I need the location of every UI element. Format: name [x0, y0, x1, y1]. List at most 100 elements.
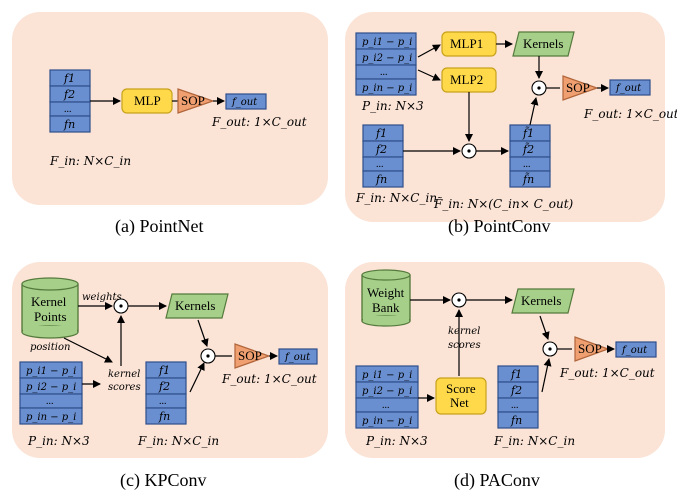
weights-label: weights [82, 292, 122, 303]
caption-c: (c) KPConv [120, 470, 207, 491]
ftilde-cell-2: f̃2 [522, 143, 534, 156]
caption-a: (a) PointNet [115, 216, 203, 237]
kernels-box [512, 31, 575, 57]
fin-cell-1: f1 [375, 127, 387, 140]
fin-cell-1: f1 [63, 72, 75, 85]
fin-label: F_in: N×C_in [355, 191, 437, 205]
fin-stack: f1 f2 ... fn [497, 365, 539, 429]
sop-label: SOP [181, 93, 205, 108]
fin-cell-2: f2 [63, 88, 75, 101]
kernels-box [165, 293, 229, 319]
kernel-scores-line1: kernel [448, 326, 480, 337]
fin-cell-1: f1 [510, 368, 522, 381]
pin-cell-1: p_i1 − p_i [362, 37, 412, 48]
kernel-scores-line1: kernel [108, 369, 140, 380]
kernels-label: Kernels [521, 293, 561, 308]
caption-d: (d) PAConv [454, 470, 540, 491]
mlp1-label: MLP1 [450, 36, 483, 51]
fout-cell-label: f_out [284, 352, 311, 363]
pin-cell-3: ... [382, 400, 390, 411]
fout-label: F_out: 1×C_out [211, 115, 307, 129]
pin-cell-3: ... [380, 67, 388, 78]
fout-cell [278, 348, 318, 365]
kernels-box [511, 288, 575, 314]
sop-triangle [177, 88, 215, 114]
kernel-points-line2: Points [34, 309, 67, 324]
weight-bank-line1: Weight [367, 285, 405, 300]
sop-triangle [562, 75, 599, 101]
panel-kpconv: Kernel Points weights Kernels position k… [12, 262, 328, 458]
mlp-label: MLP [134, 93, 161, 108]
fin-cell-4: fn [510, 414, 522, 427]
fin-cell-2: f2 [375, 143, 387, 156]
pin-cell-4: p_in − p_i [362, 416, 412, 427]
pin-stack: p_i1 − p_i p_i2 − p_i ... p_in − p_i [19, 361, 83, 425]
sop-triangle [234, 343, 271, 369]
fout-cell-label: f_out [231, 97, 258, 108]
fin-cell-3: ... [64, 104, 72, 115]
panel-pointnet: f1 f2 ... fn MLP SOP f_out F_out: 1×C_ou… [12, 12, 328, 205]
ftilde-stack: f̃1 f̃2 ... f̃n [509, 124, 551, 188]
fin-label: F_in: N×C_in [493, 434, 575, 448]
fout-cell [615, 341, 657, 358]
sop-triangle [574, 336, 610, 362]
pin-cell-2: p_i2 − p_i [362, 386, 412, 397]
fout-label: F_out: 1×C_out [559, 366, 655, 380]
ftilde-cell-4: f̃n [522, 173, 534, 186]
position-label: position [30, 342, 70, 353]
fin-cell-3: ... [376, 159, 384, 170]
fin-cell-4: fn [63, 118, 75, 131]
fout-label: F_out: 1×C_out [583, 107, 677, 121]
ftilde-cell-1: f̃1 [522, 127, 534, 140]
kernel-points-line1: Kernel [31, 294, 67, 309]
pin-cell-4: p_in − p_i [362, 83, 412, 94]
fin-cell-4: fn [375, 173, 387, 186]
weight-bank-cylinder: Weight Bank [361, 269, 411, 327]
panel-paconv: Weight Bank Kernels kernel scores p_i1 −… [345, 262, 665, 458]
kernels-label: Kernels [175, 298, 215, 313]
pin-label: P_in: N×3 [361, 99, 424, 113]
fout-cell-label: f_out [621, 345, 648, 356]
fin-cell-2: f2 [510, 384, 522, 397]
ftilde-label: F̃_in: N×(C_in× C_out) [433, 196, 574, 211]
panel-pointconv: p_i1 − p_i p_i2 − p_i ... p_in − p_i P_i… [345, 12, 677, 222]
score-net-line1: Score [446, 381, 476, 396]
fin-stack: f1 f2 ... fn [49, 69, 91, 133]
kernel-scores-line2: scores [108, 382, 141, 393]
sop-label: SOP [238, 348, 262, 363]
pin-label: P_in: N×3 [27, 434, 90, 448]
score-net-box [435, 377, 487, 415]
kernels-label: Kernels [523, 36, 563, 51]
fin-cell-3: ... [159, 396, 167, 407]
pin-stack: p_i1 − p_i p_i2 − p_i ... p_in − p_i [355, 32, 417, 96]
fout-cell [609, 79, 651, 96]
pin-cell-2: p_i2 − p_i [26, 382, 76, 393]
fin-label: F_in: N×C_in [49, 154, 131, 168]
pin-cell-1: p_i1 − p_i [26, 366, 76, 377]
pin-cell-3: ... [46, 396, 54, 407]
mlp2-label: MLP2 [450, 72, 483, 87]
caption-b: (b) PointConv [448, 216, 551, 237]
kernel-scores-line2: scores [448, 340, 481, 351]
fout-label: F_out: 1×C_out [221, 372, 317, 386]
fin-stack: f1 f2 ... fn [145, 361, 187, 425]
ftilde-cell-3: ... [523, 159, 531, 170]
weight-bank-line2: Bank [372, 300, 400, 315]
kernel-points-cylinder: Kernel Points [21, 277, 79, 339]
pin-cell-4: p_in − p_i [26, 412, 76, 423]
fin-cell-3: ... [511, 400, 519, 411]
fin-cell-4: fn [158, 410, 170, 423]
pin-stack: p_i1 − p_i p_i2 − p_i ... p_in − p_i [355, 365, 419, 429]
fout-cell-label: f_out [615, 83, 642, 94]
sop-label: SOP [578, 341, 602, 356]
fin-label: F_in: N×C_in [137, 434, 219, 448]
fin-stack: f1 f2 ... fn [362, 124, 404, 188]
score-net-line2: Net [450, 395, 469, 410]
fin-cell-2: f2 [158, 380, 170, 393]
sop-label: SOP [566, 80, 590, 95]
pin-label: P_in: N×3 [365, 434, 428, 448]
pin-cell-2: p_i2 − p_i [362, 53, 412, 64]
fout-cell [225, 93, 267, 110]
fin-cell-1: f1 [158, 364, 170, 377]
